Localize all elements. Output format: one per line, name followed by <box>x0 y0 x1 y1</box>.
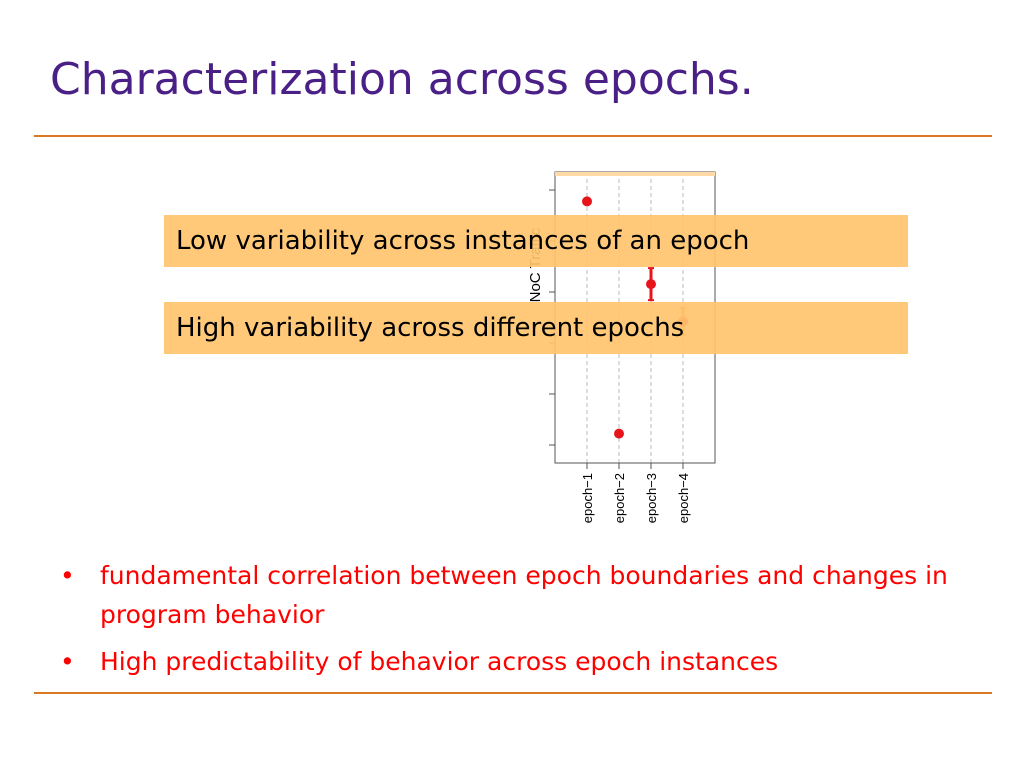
x-tick-label: epoch−4 <box>676 473 691 523</box>
x-tick-label: epoch−2 <box>612 473 627 523</box>
x-tick-label: epoch−1 <box>580 473 595 523</box>
data-point <box>614 428 624 439</box>
bullet-text: High predictability of behavior across e… <box>100 647 779 676</box>
callout-low-variability: Low variability across instances of an e… <box>164 215 908 267</box>
data-point <box>582 196 592 207</box>
bullet-dot: • <box>60 647 75 676</box>
chart-axes: epoch−1 epoch−2 epoch−3 epoch−4 <box>549 171 716 523</box>
bullet-list: • fundamental correlation between epoch … <box>60 556 990 689</box>
bullet-dot: • <box>60 561 75 590</box>
plot-top-band <box>555 172 715 176</box>
bullet-item: • fundamental correlation between epoch … <box>60 556 990 634</box>
data-point <box>646 279 656 290</box>
slide-title: Characterization across epochs. <box>50 54 754 105</box>
callout-high-variability: High variability across different epochs <box>164 302 908 354</box>
bullet-item: • High predictability of behavior across… <box>60 642 990 681</box>
x-tick-label: epoch−3 <box>644 473 659 523</box>
footer-divider <box>34 692 992 694</box>
title-divider <box>34 135 992 137</box>
bullet-text: fundamental correlation between epoch bo… <box>100 561 948 629</box>
